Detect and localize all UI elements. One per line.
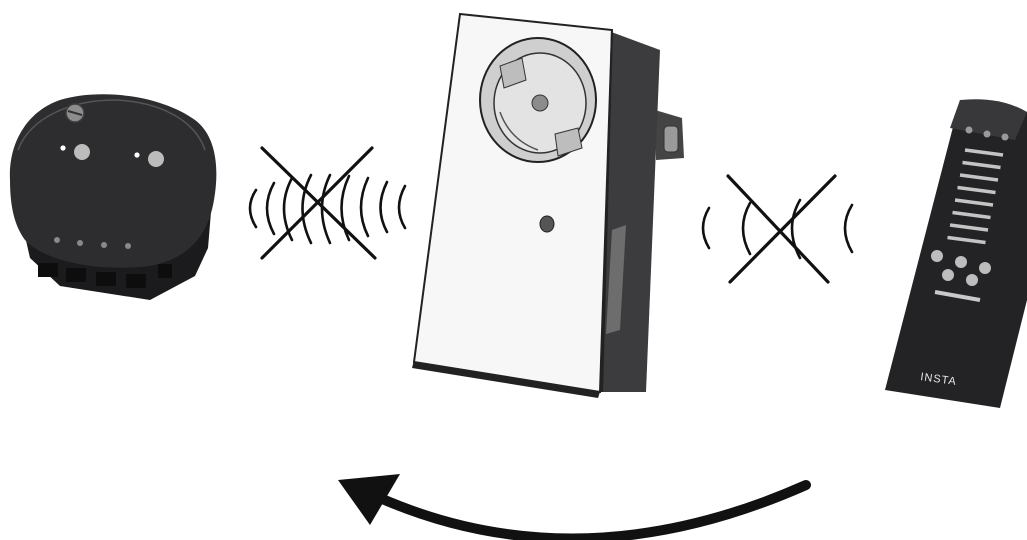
actuator-device (9, 94, 217, 300)
socket-adapter (412, 12, 684, 398)
crossed-out-signal-icon (248, 146, 407, 260)
blocked-signal-right (701, 174, 854, 284)
channel-button-row (954, 198, 994, 207)
channel-button-row (952, 210, 991, 220)
channel-button-row (949, 223, 989, 232)
channel-button-row (964, 148, 1004, 157)
channel-button-row (947, 235, 986, 245)
channel-button-row (957, 185, 996, 195)
remote-control: INSTA (885, 99, 1027, 408)
channel-button-row (962, 160, 1001, 170)
crossed-out-signal-icon (701, 174, 854, 284)
blocked-signal-left (248, 146, 407, 260)
remote-brand: INSTA (920, 371, 958, 388)
channel-button-row (959, 173, 999, 182)
curved-arrow-left-icon (338, 474, 811, 540)
channel-button-rows (947, 148, 1004, 245)
